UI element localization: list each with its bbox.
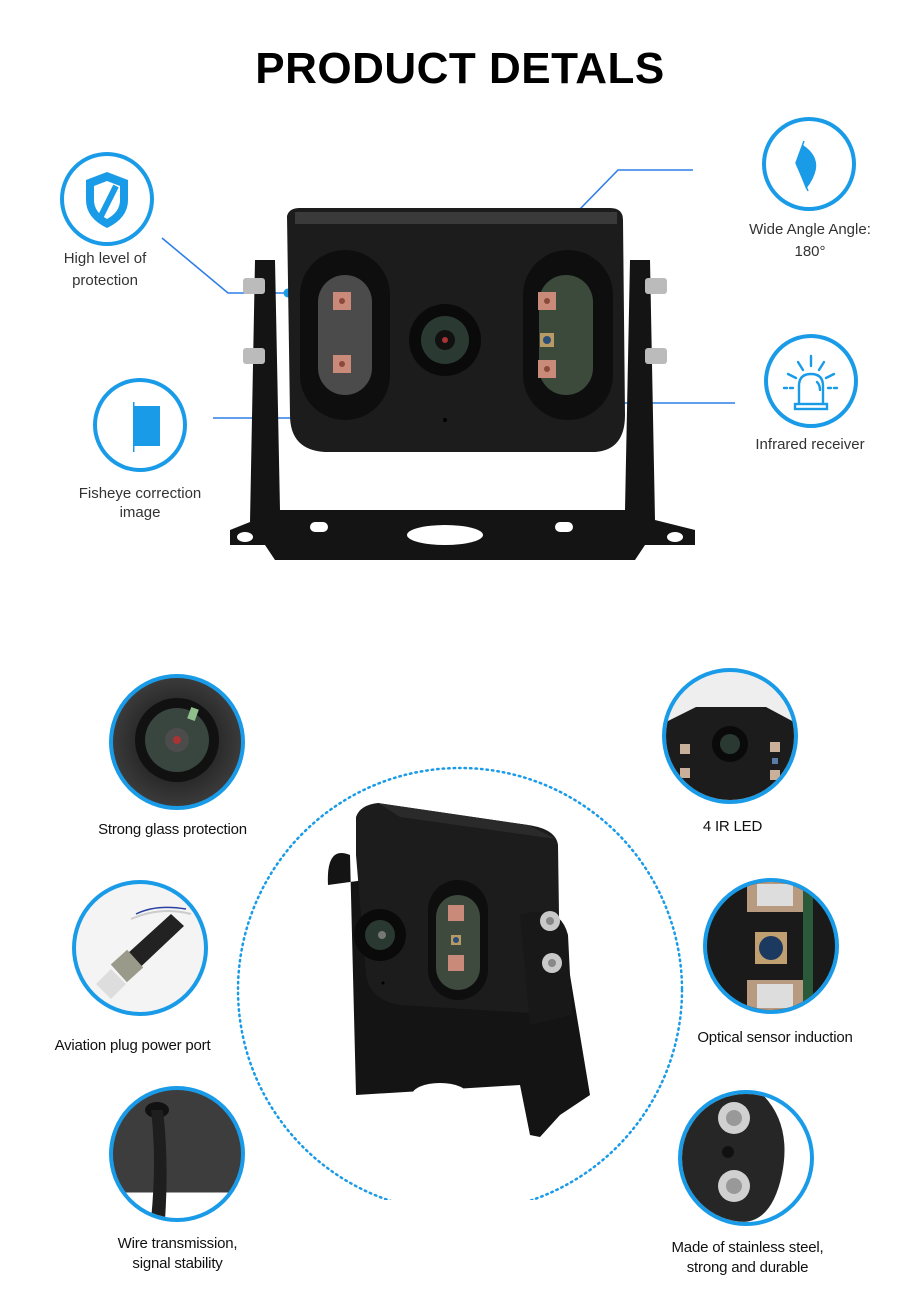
glass-label: Strong glass protection (70, 820, 275, 840)
camera-angled-image (327, 803, 590, 1137)
steel-thumbnail (678, 1090, 814, 1226)
irled-label-line1: 4 IR LED (702, 818, 763, 835)
fisheye-icon-badge (93, 378, 187, 472)
aviation-label-line1: Aviation plug power port (54, 1037, 211, 1054)
shield-icon (86, 172, 128, 228)
optical-thumbnail (703, 878, 839, 1014)
protection-label-line1: High level of (63, 250, 147, 267)
fisheye-label: Fisheye correction image (60, 484, 220, 522)
aviation-plug-icon (96, 906, 192, 999)
aviation-label: Aviation plug power port (30, 1036, 235, 1056)
cable-icon (145, 1102, 169, 1218)
lens-icon (135, 698, 219, 782)
glass-thumbnail (109, 674, 245, 810)
bracket-screws-icon (682, 1094, 785, 1222)
protection-icon-badge (60, 152, 154, 246)
camera-closeup-icon (666, 707, 794, 800)
infrared-label-line1: Infrared receiver (755, 436, 865, 453)
wire-label: Wire transmission, signal stability (75, 1234, 280, 1274)
fisheye-correction-icon (133, 402, 160, 452)
wide-angle-icon (795, 140, 817, 192)
wide-angle-label-line1: Wide Angle Angle: (749, 221, 871, 238)
wide-angle-label-line2: 180° (794, 243, 826, 260)
wire-thumbnail (109, 1086, 245, 1222)
protection-label: High level of protection (30, 248, 180, 292)
wire-label-line2: signal stability (132, 1255, 223, 1272)
optical-label-line1: Optical sensor induction (697, 1029, 853, 1046)
glass-label-line1: Strong glass protection (98, 821, 247, 838)
infrared-label: Infrared receiver (730, 434, 890, 456)
fisheye-label-line1: Fisheye correction (78, 485, 202, 502)
irled-label: 4 IR LED (630, 817, 835, 837)
sensor-icon (747, 882, 813, 1010)
irled-thumbnail (662, 668, 798, 804)
optical-label: Optical sensor induction (675, 1028, 875, 1048)
wire-label-line1: Wire transmission, (117, 1235, 238, 1252)
page-title: PRODUCT DETALS (255, 44, 665, 93)
fisheye-label-line2: image (119, 504, 161, 521)
infrared-icon-badge (764, 334, 858, 428)
wide-angle-icon-badge (762, 117, 856, 211)
protection-label-line2: protection (72, 272, 138, 289)
aviation-thumbnail (72, 880, 208, 1016)
wide-angle-label: Wide Angle Angle: 180° (725, 219, 895, 263)
camera-front-image (230, 208, 695, 560)
steel-label-line2: strong and durable (686, 1259, 809, 1276)
beacon-light-icon (782, 354, 840, 411)
steel-label: Made of stainless steel, strong and dura… (645, 1238, 850, 1278)
steel-label-line1: Made of stainless steel, (671, 1239, 824, 1256)
dotted-circle (236, 766, 684, 1200)
